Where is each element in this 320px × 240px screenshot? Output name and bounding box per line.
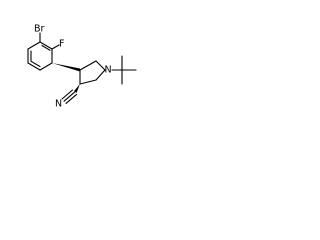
fluorine-label: F bbox=[59, 39, 64, 50]
ring-bond bbox=[27, 41, 41, 50]
nitrile-bond bbox=[63, 91, 76, 102]
molecule-structure: Br F N N bbox=[27, 24, 137, 110]
ring-bond bbox=[27, 62, 41, 71]
wedge-bond bbox=[74, 84, 80, 93]
ring-bond bbox=[95, 69, 106, 81]
bromine-label: Br bbox=[34, 24, 45, 35]
ring-double-bond bbox=[41, 44, 51, 51]
wedge-bond bbox=[52, 63, 80, 72]
structure-canvas: Br F N N bbox=[0, 0, 152, 152]
bond-lines bbox=[27, 32, 137, 104]
nitrile-nitrogen-label: N bbox=[55, 99, 62, 110]
ring-bond bbox=[39, 41, 53, 50]
ring-bond bbox=[79, 79, 97, 85]
ring-bond bbox=[39, 62, 53, 71]
ring-nitrogen-label: N bbox=[105, 65, 112, 76]
ring-bond bbox=[79, 60, 97, 71]
ring-bond bbox=[95, 60, 106, 71]
ring-double-bond bbox=[30, 60, 41, 68]
nitrile-bond bbox=[65, 93, 78, 104]
nitrile-bond bbox=[61, 89, 74, 100]
c-f-bond bbox=[51, 44, 60, 50]
